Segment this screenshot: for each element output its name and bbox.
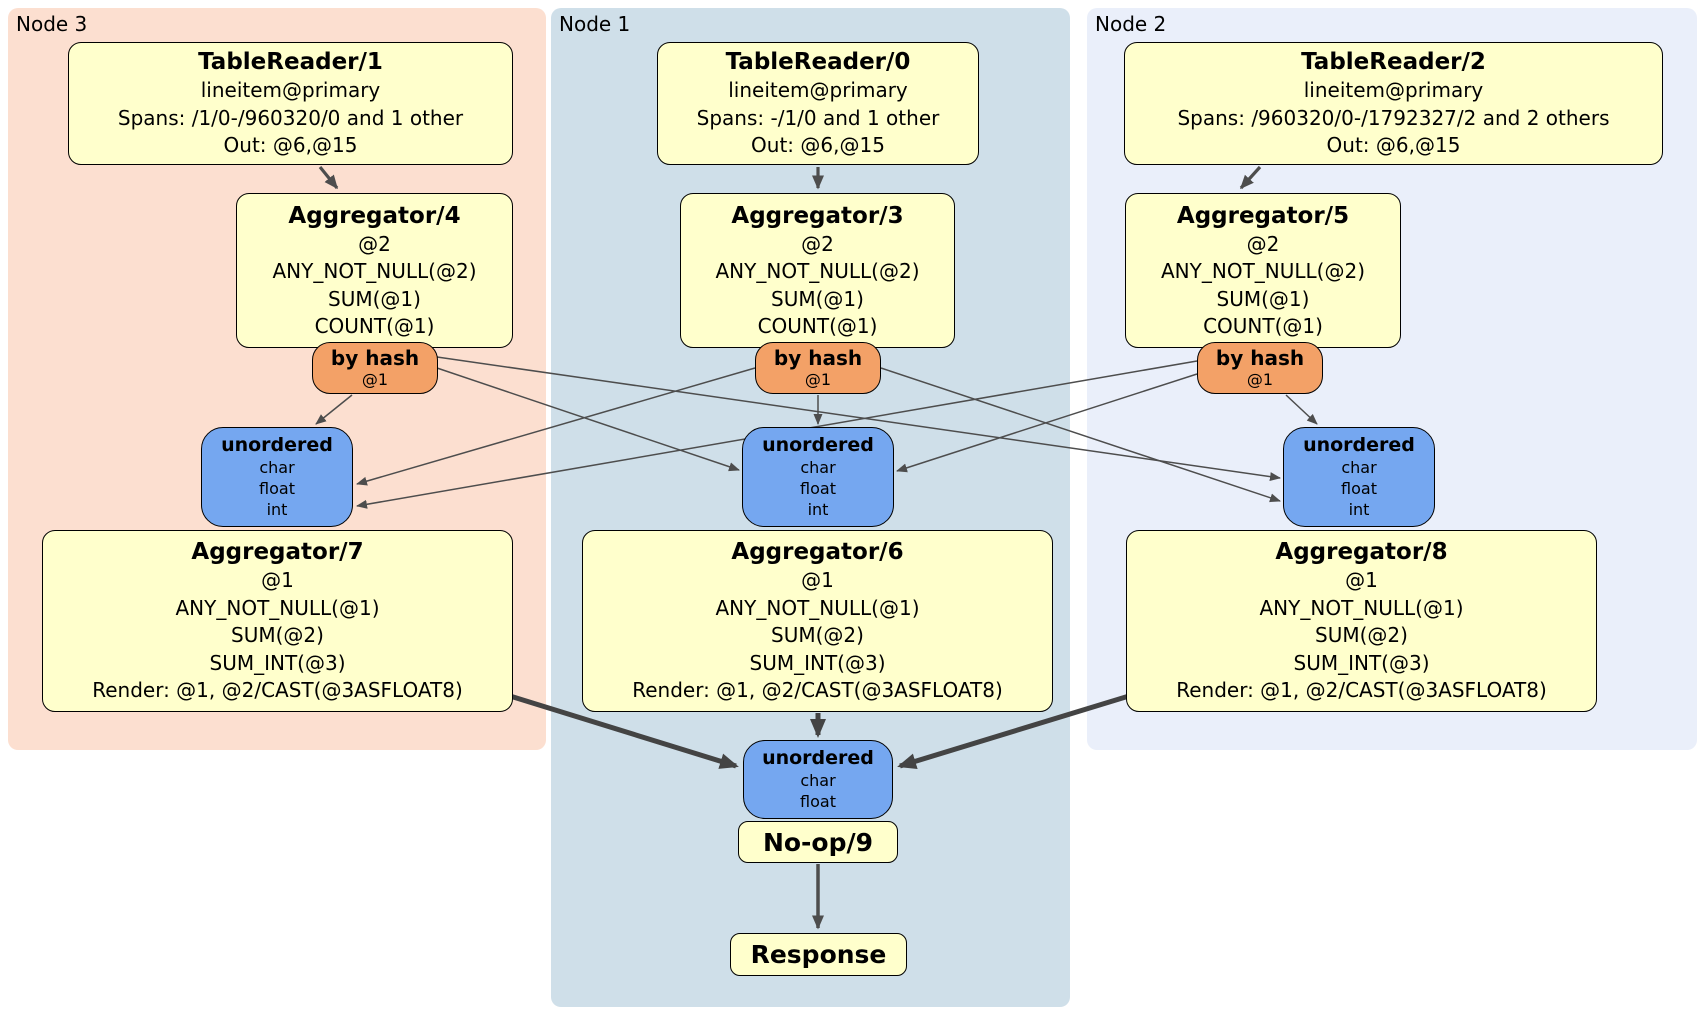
unordered-sync-node2: unordered char float int [1283,427,1435,527]
router-title: by hash [1215,346,1305,370]
processor-line: SUM(@1) [771,286,864,311]
sync-stream: int [266,500,288,519]
processor-title: Aggregator/3 [731,202,904,229]
processor-line: ANY_NOT_NULL(@1) [175,595,380,620]
aggregator-3-box: Aggregator/3 @2 ANY_NOT_NULL(@2) SUM(@1)… [680,193,955,348]
router-title: by hash [773,346,863,370]
processor-line: lineitem@primary [200,78,381,103]
processor-line: Render: @1, @2/CAST(@3ASFLOAT8) [92,678,463,703]
node2-label: Node 2 [1095,12,1167,36]
processor-line: @2 [801,231,834,256]
processor-line: @2 [358,231,391,256]
node1-label: Node 1 [559,12,631,36]
processor-title: TableReader/1 [198,49,383,76]
processor-line: ANY_NOT_NULL(@1) [715,595,920,620]
processor-line: SUM(@2) [231,623,324,648]
processor-title: Aggregator/7 [191,539,364,566]
processor-title: Aggregator/5 [1176,202,1350,229]
hash-router-node1: by hash @1 [755,342,881,394]
unordered-sync-final: unordered char float [743,740,893,819]
processor-line: SUM(@2) [771,623,864,648]
processor-line: COUNT(@1) [757,314,878,338]
sync-stream: char [800,771,836,790]
sync-stream: int [807,500,829,519]
processor-title: TableReader/0 [725,49,911,76]
unordered-sync-node3: unordered char float int [201,427,353,527]
hash-router-node2: by hash @1 [1197,342,1323,394]
table-reader-0-box: TableReader/0 lineitem@primary Spans: -/… [657,42,979,165]
table-reader-1-box: TableReader/1 lineitem@primary Spans: /1… [68,42,513,165]
aggregator-7-box: Aggregator/7 @1 ANY_NOT_NULL(@1) SUM(@2)… [42,530,513,712]
response-box: Response [730,933,907,976]
processor-title: TableReader/2 [1301,49,1486,76]
sync-stream: float [259,479,295,498]
processor-line: Spans: -/1/0 and 1 other [696,105,940,130]
processor-line: COUNT(@1) [1203,314,1323,338]
unordered-sync-node1: unordered char float int [742,427,894,527]
processor-line: Out: @6,@15 [1326,133,1461,158]
processor-line: lineitem@primary [1303,78,1484,103]
processor-line: ANY_NOT_NULL(@2) [715,259,920,283]
processor-line: SUM(@2) [1315,623,1408,648]
sync-stream: char [800,458,836,477]
processor-line: @1 [261,568,294,593]
hash-router-node3: by hash @1 [312,342,438,394]
processor-title: Aggregator/4 [288,202,461,229]
router-detail: @1 [804,370,832,389]
processor-line: SUM_INT(@3) [209,650,346,675]
noop-title: No-op/9 [762,827,874,857]
processor-title: Aggregator/6 [731,539,904,566]
aggregator-8-box: Aggregator/8 @1 ANY_NOT_NULL(@1) SUM(@2)… [1126,530,1597,712]
sync-stream: float [1341,479,1377,498]
processor-title: Aggregator/8 [1275,539,1448,566]
processor-line: lineitem@primary [728,78,908,103]
response-title: Response [750,940,887,969]
aggregator-5-box: Aggregator/5 @2 ANY_NOT_NULL(@2) SUM(@1)… [1125,193,1401,348]
processor-line: Out: @6,@15 [223,133,358,158]
processor-line: Render: @1, @2/CAST(@3ASFLOAT8) [632,678,1003,703]
aggregator-4-box: Aggregator/4 @2 ANY_NOT_NULL(@2) SUM(@1)… [236,193,513,348]
processor-line: SUM_INT(@3) [749,650,886,675]
sync-title: unordered [221,434,333,456]
processor-line: @1 [801,568,834,593]
router-title: by hash [330,346,420,370]
processor-line: Render: @1, @2/CAST(@3ASFLOAT8) [1176,678,1547,703]
processor-line: ANY_NOT_NULL(@2) [272,259,477,283]
router-detail: @1 [361,370,389,389]
sync-title: unordered [1303,434,1415,456]
processor-line: @2 [1246,231,1280,256]
processor-line: @1 [1345,568,1378,593]
processor-line: SUM_INT(@3) [1293,650,1430,675]
sync-stream: float [800,479,836,498]
processor-line: SUM(@1) [1216,286,1310,311]
sync-stream: float [800,792,836,811]
processor-line: Spans: /1/0-/960320/0 and 1 other [117,105,464,130]
processor-line: SUM(@1) [328,286,421,311]
router-detail: @1 [1246,370,1274,389]
processor-line: ANY_NOT_NULL(@2) [1161,259,1365,283]
aggregator-6-box: Aggregator/6 @1 ANY_NOT_NULL(@1) SUM(@2)… [582,530,1053,712]
sync-stream: char [1341,458,1377,477]
sync-title: unordered [762,434,874,456]
processor-line: ANY_NOT_NULL(@1) [1259,595,1464,620]
table-reader-2-box: TableReader/2 lineitem@primary Spans: /9… [1124,42,1663,165]
node3-label: Node 3 [16,12,88,36]
processor-line: Out: @6,@15 [751,133,885,158]
sync-stream: char [259,458,295,477]
processor-line: COUNT(@1) [314,314,435,338]
processor-line: Spans: /960320/0-/1792327/2 and 2 others [1177,105,1610,130]
noop-box: No-op/9 [738,821,898,863]
sync-stream: int [1348,500,1370,519]
sync-title: unordered [762,747,874,769]
